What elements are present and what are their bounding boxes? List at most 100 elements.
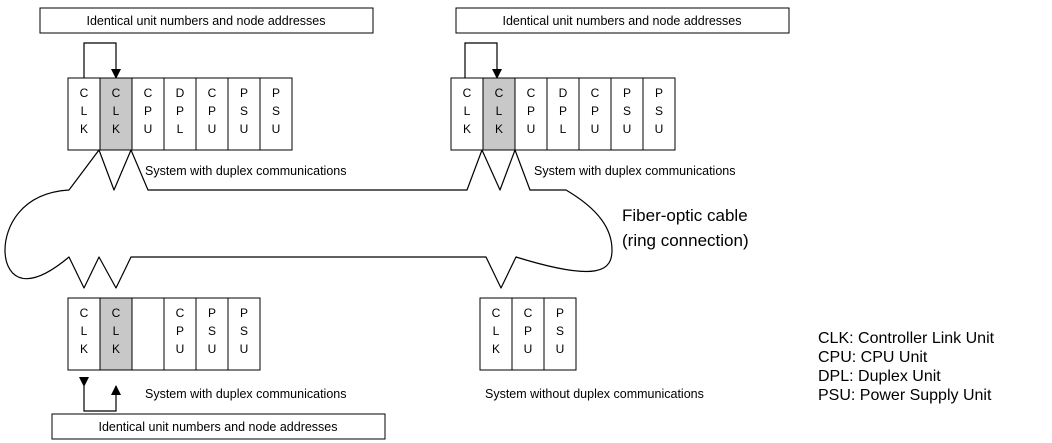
unit-letter: P — [208, 104, 216, 118]
unit-slot — [99, 297, 133, 371]
unit-slot — [610, 77, 644, 151]
unit-letter: P — [240, 86, 248, 100]
unit-letter: S — [623, 104, 631, 118]
unit-slot — [195, 297, 229, 371]
unit-letter: U — [176, 342, 185, 356]
unit-slot — [163, 297, 197, 371]
unit-letter: S — [556, 324, 564, 338]
unit-letter: P — [591, 104, 599, 118]
unit-letter: S — [655, 104, 663, 118]
unit-slot — [514, 77, 548, 151]
unit-letter: C — [144, 86, 153, 100]
unit-letter: C — [524, 306, 533, 320]
callout-box-bottom-left — [51, 413, 386, 440]
unit-letter: S — [208, 324, 216, 338]
unit-letter: P — [524, 324, 532, 338]
unit-slot — [227, 77, 261, 151]
unit-letter: K — [80, 342, 88, 356]
cable-label-line-2: (ring connection) — [622, 231, 749, 250]
unit-letter: L — [496, 104, 503, 118]
unit-letter: L — [81, 324, 88, 338]
unit-slot — [546, 77, 580, 151]
unit-letter: C — [80, 86, 89, 100]
unit-letter: C — [463, 86, 472, 100]
unit-letter: U — [240, 342, 249, 356]
unit-letter: C — [492, 306, 501, 320]
unit-letter: P — [208, 306, 216, 320]
unit-letter: P — [655, 86, 663, 100]
unit-letter: L — [177, 122, 184, 136]
unit-letter: L — [81, 104, 88, 118]
unit-slot — [450, 77, 484, 151]
legend-item-cpu: CPU: CPU Unit — [818, 349, 928, 366]
unit-letter: U — [556, 342, 565, 356]
unit-letter: C — [80, 306, 89, 320]
unit-letter: K — [463, 122, 471, 136]
unit-letter: C — [112, 86, 121, 100]
unit-letter: L — [493, 324, 500, 338]
system-caption-bottom-left: System with duplex communications — [145, 387, 346, 401]
unit-slot — [642, 77, 676, 151]
unit-letter: C — [112, 306, 121, 320]
unit-letter: U — [623, 122, 632, 136]
callout-box-top-right — [455, 7, 790, 34]
unit-letter: K — [112, 122, 120, 136]
unit-letter: U — [272, 122, 281, 136]
unit-letter: P — [240, 306, 248, 320]
unit-letter: S — [240, 324, 248, 338]
unit-letter: C — [208, 86, 217, 100]
unit-letter: U — [240, 122, 249, 136]
unit-letter: L — [113, 104, 120, 118]
unit-letter: C — [176, 306, 185, 320]
unit-letter: P — [623, 86, 631, 100]
unit-letter: P — [272, 86, 280, 100]
unit-letter: L — [113, 324, 120, 338]
unit-letter: P — [176, 104, 184, 118]
unit-letter: K — [492, 342, 500, 356]
unit-letter: U — [208, 342, 217, 356]
unit-letter: P — [144, 104, 152, 118]
unit-letter: K — [112, 342, 120, 356]
unit-letter: P — [559, 104, 567, 118]
system-caption-top-left: System with duplex communications — [145, 164, 346, 178]
callout-arrow-bottom-left — [79, 377, 121, 412]
unit-letter: D — [176, 86, 185, 100]
callout-arrow-top-left — [79, 42, 121, 87]
unit-letter: K — [495, 122, 503, 136]
legend-item-psu: PSU: Power Supply Unit — [818, 387, 992, 404]
unit-slot — [578, 77, 612, 151]
fiber-optic-ring-cable — [4, 149, 613, 289]
system-caption-top-right: System with duplex communications — [534, 164, 735, 178]
unit-slot — [543, 297, 577, 371]
unit-letter: U — [527, 122, 536, 136]
unit-letter: D — [559, 86, 568, 100]
unit-letter: L — [560, 122, 567, 136]
unit-slot — [131, 77, 165, 151]
unit-letter: C — [527, 86, 536, 100]
unit-slot — [511, 297, 545, 371]
unit-letter: L — [464, 104, 471, 118]
unit-letter: C — [495, 86, 504, 100]
system-caption-bottom-right: System without duplex communications — [485, 387, 704, 401]
unit-letter: U — [208, 122, 217, 136]
callout-box-top-left — [39, 7, 374, 34]
unit-letter: S — [272, 104, 280, 118]
unit-letter: S — [240, 104, 248, 118]
unit-slot — [259, 77, 293, 151]
unit-slot — [227, 297, 261, 371]
callout-label-top-right: Identical unit numbers and node addresse… — [502, 14, 741, 28]
callout-arrow-top-right — [460, 42, 502, 87]
unit-letter: P — [556, 306, 564, 320]
unit-slot — [131, 297, 165, 371]
unit-letter: C — [591, 86, 600, 100]
unit-letter: U — [524, 342, 533, 356]
unit-letter: P — [527, 104, 535, 118]
legend-item-clk: CLK: Controller Link Unit — [818, 330, 995, 347]
callout-label-top-left: Identical unit numbers and node addresse… — [86, 14, 325, 28]
unit-slot — [479, 297, 513, 371]
cable-label-line-1: Fiber-optic cable — [622, 206, 748, 225]
